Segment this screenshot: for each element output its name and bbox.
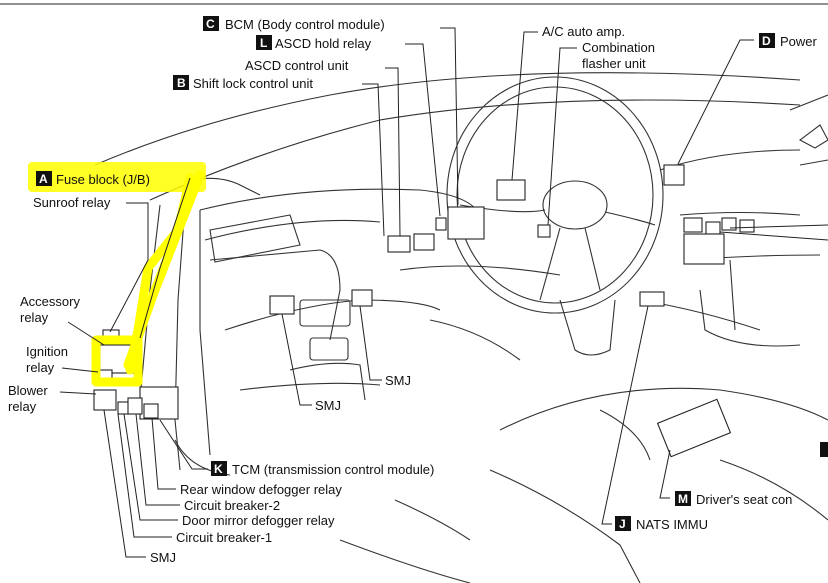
combination-flasher-box <box>537 224 551 238</box>
label-ascd-control-unit: ASCD control unit <box>245 58 349 73</box>
drivers-seat-control-box <box>656 398 732 458</box>
label-circuit-breaker-1: Circuit breaker-1 <box>176 530 272 545</box>
label-sunroof-relay: Sunroof relay <box>33 195 111 210</box>
label-blower-line2: relay <box>8 399 37 414</box>
fuse-block-highlight <box>28 162 206 387</box>
label-tcm: K TCM (transmission control module) <box>211 461 434 477</box>
dashboard-sketch <box>94 72 828 583</box>
label-text-ascd-hold-relay: ASCD hold relay <box>275 36 372 51</box>
label-blower-line1: Blower <box>8 383 48 398</box>
label-smj-right: SMJ <box>385 373 411 388</box>
label-fuse-block: A Fuse block (J/B) <box>36 171 150 187</box>
label-text-tcm: TCM (transmission control module) <box>232 462 434 477</box>
label-ascd-hold-relay: L ASCD hold relay <box>256 35 372 51</box>
ac-auto-amp-box <box>496 179 526 201</box>
label-accessory-line1: Accessory <box>20 294 80 309</box>
label-text-fuse-block: Fuse block (J/B) <box>56 172 150 187</box>
label-ignition-line1: Ignition <box>26 344 68 359</box>
svg-text:C: C <box>206 17 215 31</box>
ascd-control-unit-box <box>387 235 411 253</box>
svg-text:M: M <box>678 492 688 506</box>
badge-m <box>675 491 691 506</box>
label-text-bcm: BCM (Body control module) <box>225 17 385 32</box>
svg-text:D: D <box>762 34 771 48</box>
nats-immu-box <box>639 291 665 307</box>
badge-e-partial <box>820 442 828 457</box>
svg-text:L: L <box>260 36 267 50</box>
svg-text:J: J <box>619 517 626 531</box>
component-boxes <box>93 164 755 458</box>
badge-c <box>203 16 219 31</box>
power-unit-box <box>663 164 685 186</box>
svg-text:K: K <box>214 462 223 476</box>
label-rear-window-defogger: Rear window defogger relay <box>180 482 342 497</box>
label-accessory-line2: relay <box>20 310 49 325</box>
bcm-box <box>447 206 485 240</box>
label-ignition-line2: relay <box>26 360 55 375</box>
label-door-mirror-defogger: Door mirror defogger relay <box>182 513 335 528</box>
ascd-hold-relay-box <box>435 217 447 231</box>
badge-k <box>211 461 227 476</box>
badge-j <box>615 516 631 531</box>
blower-relay-box <box>93 389 117 411</box>
smj-right-box <box>351 289 373 307</box>
svg-text:A: A <box>39 172 48 186</box>
label-smj-bottom: SMJ <box>150 550 176 565</box>
badge-b <box>173 75 189 90</box>
label-power: D Power <box>759 33 818 49</box>
label-text-power: Power <box>780 34 818 49</box>
label-shift-lock: B Shift lock control unit <box>173 75 313 91</box>
label-combination-line1: Combination <box>582 40 655 55</box>
svg-text:B: B <box>177 76 186 90</box>
label-text-shift-lock: Shift lock control unit <box>193 76 313 91</box>
label-smj-mid: SMJ <box>315 398 341 413</box>
label-circuit-breaker-2: Circuit breaker-2 <box>184 498 280 513</box>
badge-a <box>36 171 52 186</box>
label-drivers-seat-control: M Driver's seat con <box>675 491 792 507</box>
label-partial-e <box>820 442 828 457</box>
label-text-drivers-seat: Driver's seat con <box>696 492 792 507</box>
label-text-nats-immu: NATS IMMU <box>636 517 708 532</box>
badge-d <box>759 33 775 48</box>
label-combination-line2: flasher unit <box>582 56 646 71</box>
badge-l <box>256 35 272 50</box>
label-bcm: C BCM (Body control module) <box>203 16 385 32</box>
smj-mid-box <box>269 295 295 315</box>
label-ac-auto-amp: A/C auto amp. <box>542 24 625 39</box>
shift-lock-unit-box <box>413 233 435 251</box>
leader-lines <box>59 27 828 558</box>
label-nats-immu: J NATS IMMU <box>615 516 708 532</box>
